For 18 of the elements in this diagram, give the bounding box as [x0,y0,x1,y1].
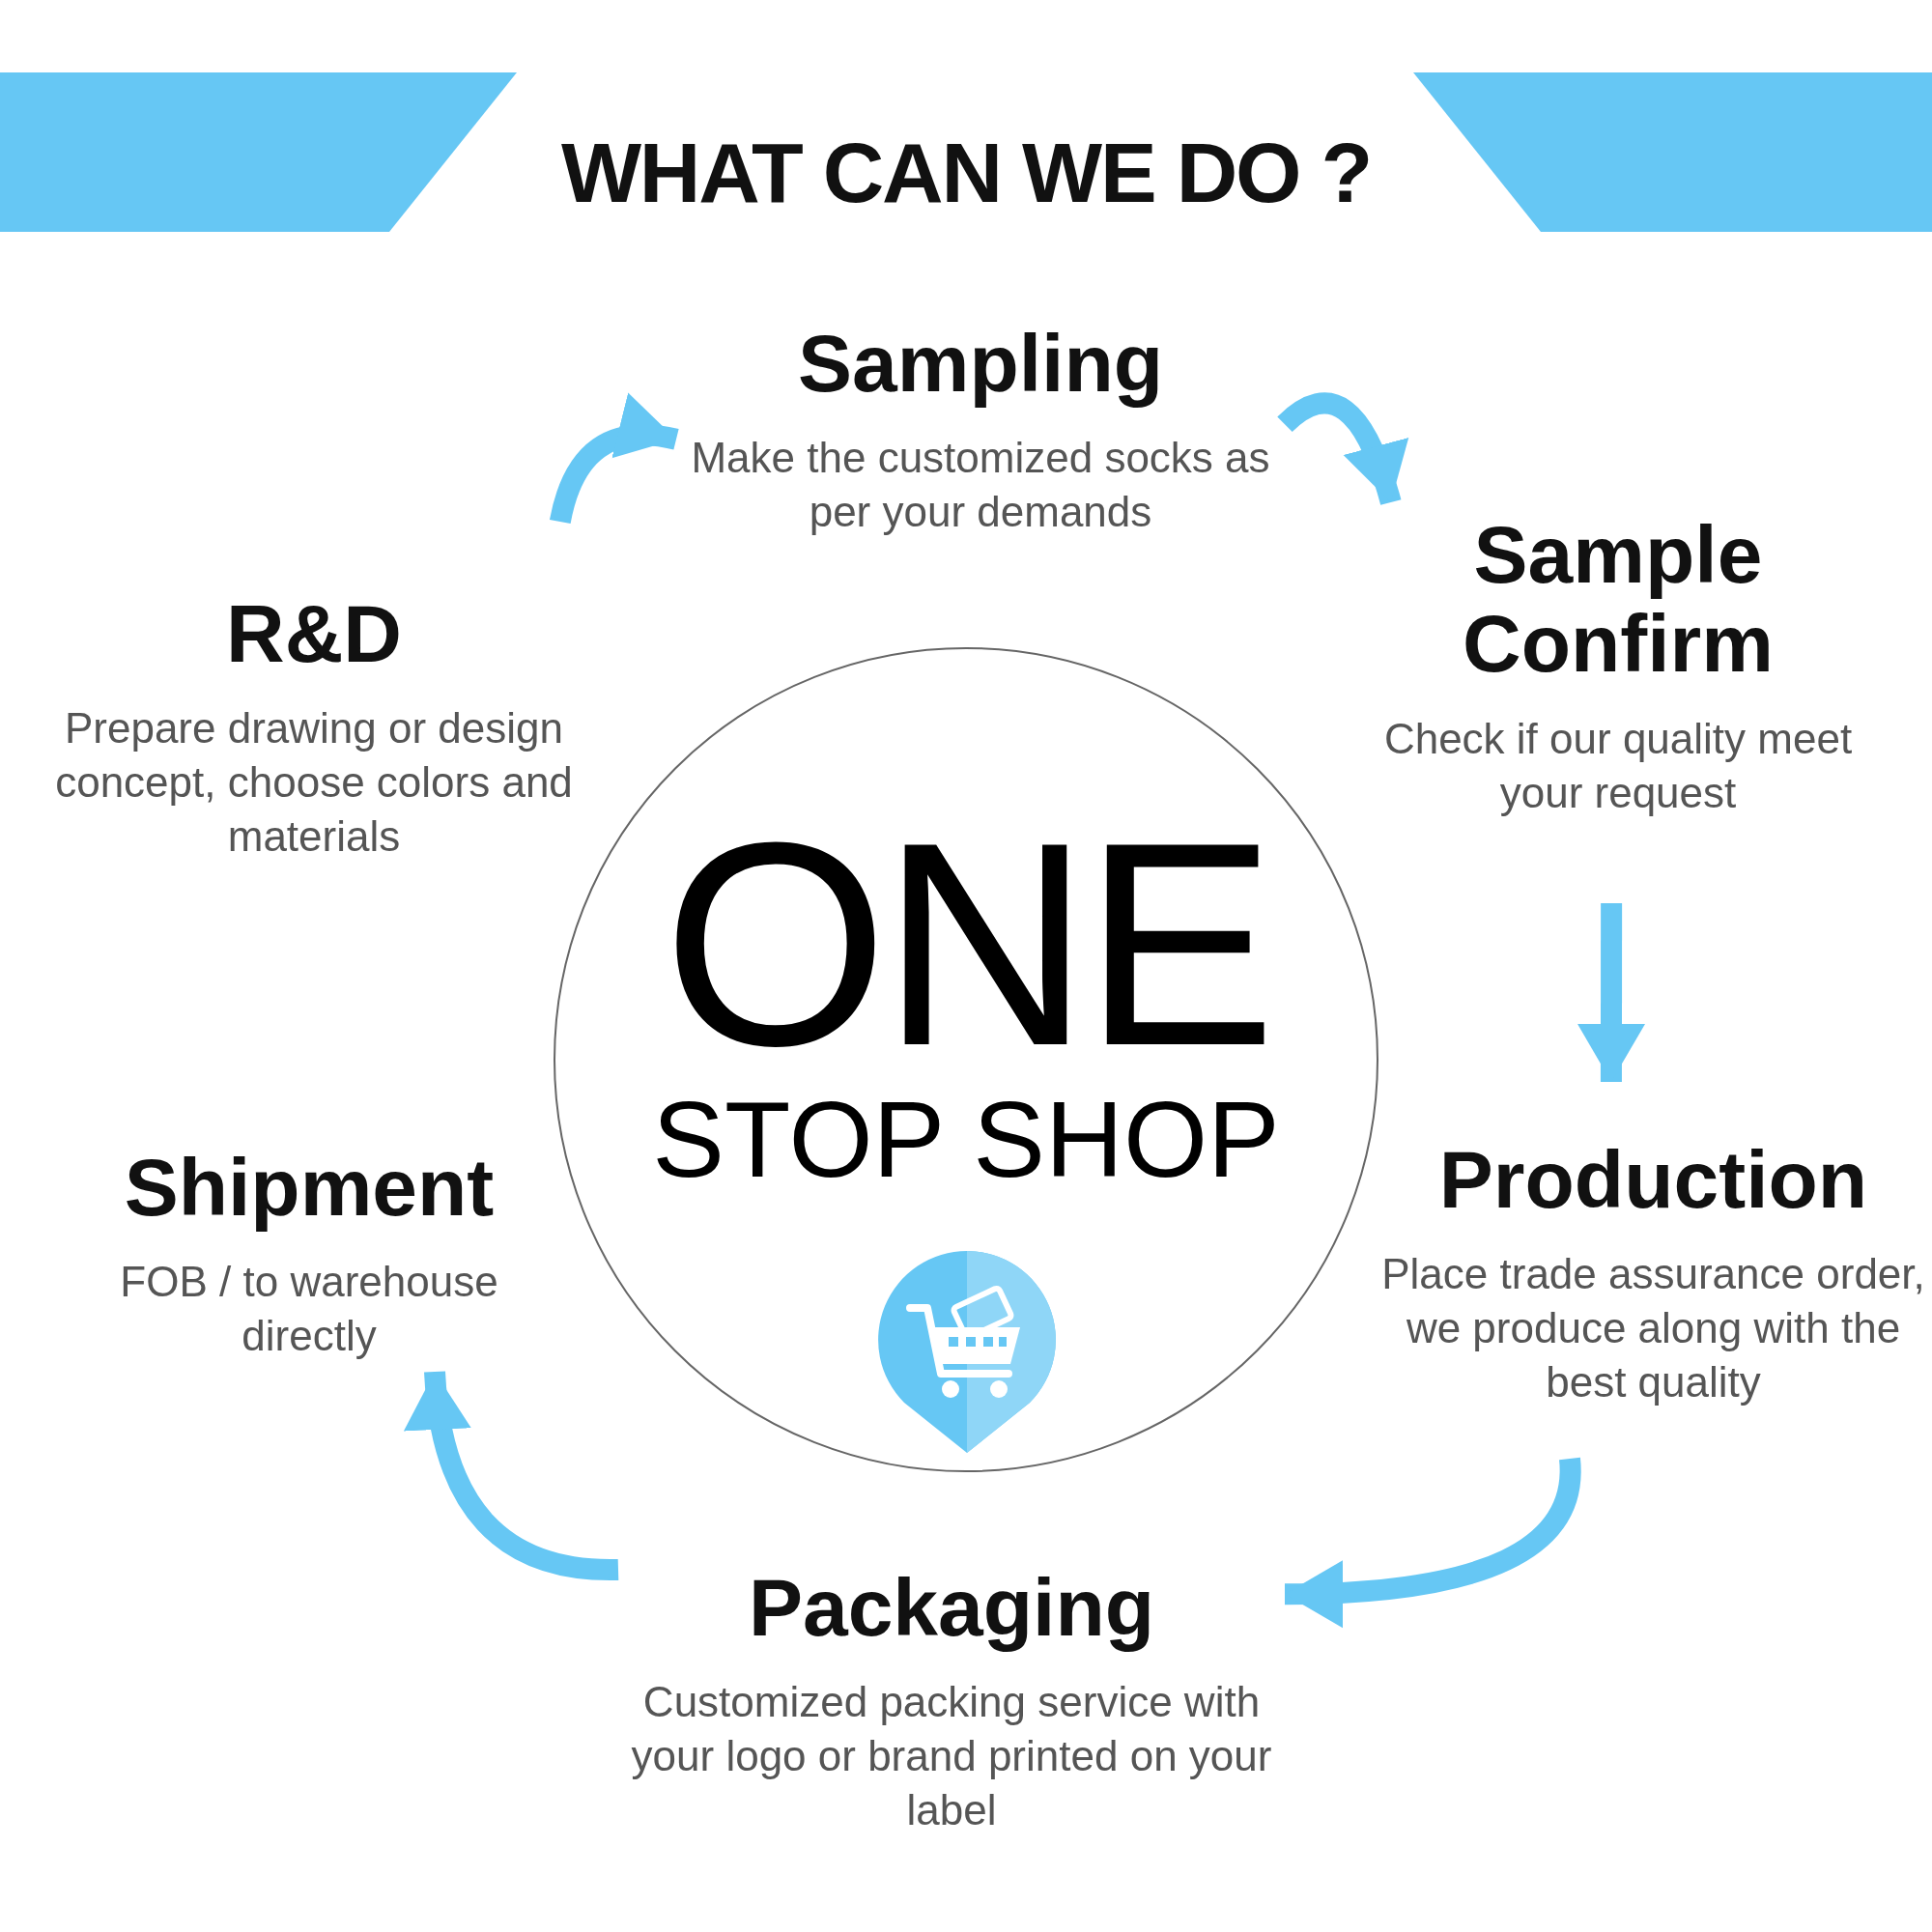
step-heading: Sampling [797,319,1163,409]
step-description: FOB / to warehouse directly [119,1257,499,1362]
step-heading: Production [1438,1135,1868,1225]
step-description: Prepare drawing or design concept, choose colors and materials [54,703,574,863]
step-heading: Shipment [124,1143,495,1233]
step-description: Customized packing service with your logo or brand printed on your label [630,1677,1273,1836]
curved-arrow [1577,903,1645,1083]
curved-arrow [406,1371,619,1580]
step-description: Make the customized socks as per your demands [690,433,1271,538]
step-heading: R&D [226,589,402,679]
center-headline: ONE [663,813,1269,1074]
center-subheadline: STOP SHOP [652,1086,1280,1194]
step-heading: Sample Confirm [1462,510,1775,689]
step-description: Place trade assurance order, we produce along with the best quality [1380,1249,1926,1408]
curved-arrow [1277,392,1407,506]
step-heading: Packaging [748,1563,1155,1653]
step-description: Check if our quality meet your request [1382,713,1854,818]
title: WHAT CAN WE DO ? [560,130,1372,215]
